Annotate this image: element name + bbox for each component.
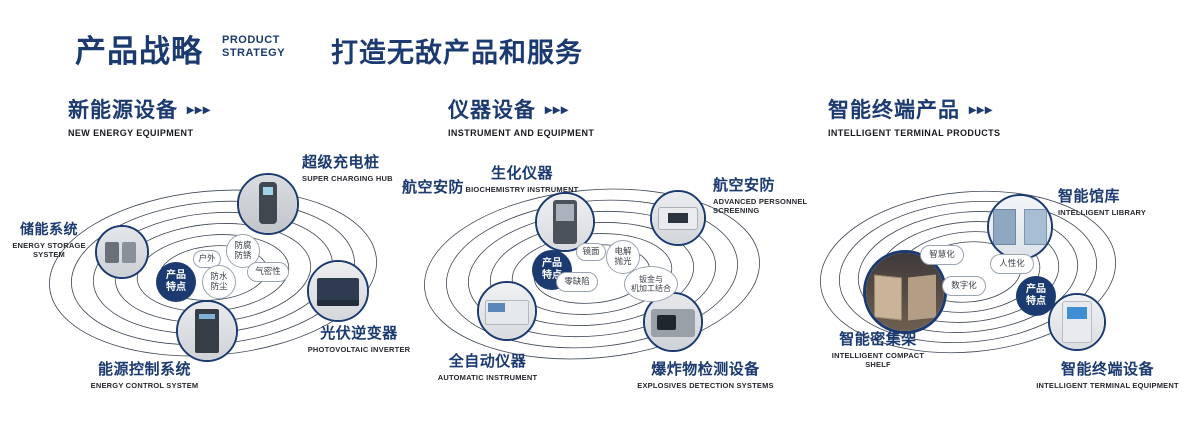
- product-name-cn: 生化仪器: [490, 165, 553, 182]
- product-name-cn: 爆炸物检测设备: [651, 361, 760, 378]
- product-photo-energy-control: [176, 300, 238, 362]
- slogan: 打造无敌产品和服务: [331, 38, 583, 68]
- automatic-instrument-image: [479, 283, 535, 339]
- product-photo-terminal-equipment: [1048, 293, 1106, 351]
- product-label-energy-control: 能源控制系统 ENERGY CONTROL SYSTEM: [82, 358, 207, 390]
- product-name-cn: 光伏逆变器: [320, 325, 398, 342]
- compact-shelf-image: [866, 253, 944, 331]
- product-photo-biochemistry: [535, 192, 595, 252]
- terminal-kiosk-image: [1050, 295, 1104, 349]
- section-subtitle: NEW ENERGY EQUIPMENT: [68, 128, 194, 138]
- explosives-detector-image: [645, 294, 701, 350]
- product-label-explosives-detection: 爆炸物检测设备 EXPLOSIVES DETECTION SYSTEMS: [628, 358, 783, 390]
- charging-pile-image: [239, 175, 297, 233]
- product-name-en: EXPLOSIVES DETECTION SYSTEMS: [637, 381, 774, 390]
- product-photo-photovoltaic-inverter: [307, 260, 369, 322]
- feature-bubble: 电解 抛光: [606, 240, 640, 274]
- inverter-image: [309, 262, 367, 320]
- product-features-badge: 产品 特点: [156, 262, 196, 302]
- product-name-cn: 智能终端设备: [1060, 361, 1154, 378]
- product-name-en: SUPER CHARGING HUB: [302, 174, 393, 183]
- product-label-automatic-instrument: 全自动仪器 AUTOMATIC INSTRUMENT: [430, 350, 545, 382]
- product-photo-super-charging-hub: [237, 173, 299, 235]
- triple-chevron-icon: ▸▸▸: [969, 101, 994, 117]
- product-label-compact-shelf: 智能密集架 INTELLIGENT COMPACT SHELF: [822, 328, 934, 370]
- product-label-personnel-screening: 航空安防 ADVANCED PERSONNEL SCREENING: [713, 174, 818, 216]
- feature-bubble: 钣金与 机加工结合: [624, 266, 678, 302]
- product-photo-explosives-detection: [643, 292, 703, 352]
- product-name-en: ADVANCED PERSONNEL SCREENING: [713, 197, 808, 216]
- feature-bubble: 户外: [193, 250, 221, 268]
- product-name-cn: 全自动仪器: [448, 353, 527, 370]
- product-name-cn: 超级充电桩: [302, 154, 380, 171]
- product-name-en: BIOCHEMISTRY INSTRUMENT: [465, 185, 579, 194]
- feature-bubble: 智慧化: [920, 245, 964, 265]
- product-label-terminal-equipment: 智能终端设备 INTELLIGENT TERMINAL EQUIPMENT: [1030, 358, 1185, 390]
- product-name-en: ENERGY CONTROL SYSTEM: [90, 381, 199, 390]
- section-header-intelligent-terminal: 智能终端产品 ▸▸▸ INTELLIGENT TERMINAL PRODUCTS: [828, 94, 1000, 138]
- product-name-en: ENERGY STORAGE SYSTEM: [12, 241, 86, 260]
- page-title: 产品战略: [75, 34, 203, 69]
- product-photo-compact-shelf: [863, 250, 947, 334]
- product-name-en: INTELLIGENT LIBRARY: [1058, 208, 1147, 217]
- section-subtitle: INSTRUMENT AND EQUIPMENT: [448, 128, 595, 138]
- side-label-aviation-security: 航空安防: [402, 176, 464, 197]
- section-title: 新能源设备: [68, 99, 178, 122]
- feature-bubble: 镜面: [576, 243, 606, 261]
- product-photo-intelligent-library: [987, 194, 1053, 260]
- product-label-intelligent-library: 智能馆库 INTELLIGENT LIBRARY: [1058, 185, 1168, 217]
- library-image: [989, 196, 1051, 258]
- page-title-en: PRODUCT STRATEGY: [222, 34, 285, 59]
- product-name-en: INTELLIGENT COMPACT SHELF: [831, 351, 925, 370]
- feature-bubble: 零缺陷: [556, 272, 598, 292]
- feature-bubble: 数字化: [942, 276, 986, 296]
- feature-bubble: 人性化: [990, 254, 1034, 274]
- triple-chevron-icon: ▸▸▸: [187, 101, 212, 117]
- side-label-cn: 航空安防: [402, 179, 465, 196]
- product-photo-personnel-screening: [650, 190, 706, 246]
- product-photo-automatic-instrument: [477, 281, 537, 341]
- product-label-energy-storage: 储能系统 ENERGY STORAGE SYSTEM: [6, 219, 92, 260]
- section-header-new-energy: 新能源设备 ▸▸▸ NEW ENERGY EQUIPMENT: [68, 94, 211, 138]
- biochemistry-instrument-image: [537, 194, 593, 250]
- product-name-en: AUTOMATIC INSTRUMENT: [437, 373, 538, 382]
- product-label-biochemistry: 生化仪器 BIOCHEMISTRY INSTRUMENT: [462, 162, 582, 194]
- product-name-cn: 智能馆库: [1058, 188, 1121, 205]
- energy-storage-image: [97, 227, 147, 277]
- product-label-photovoltaic-inverter: 光伏逆变器 PHOTOVOLTAIC INVERTER: [300, 322, 418, 354]
- triple-chevron-icon: ▸▸▸: [545, 101, 570, 117]
- product-name-en: INTELLIGENT TERMINAL EQUIPMENT: [1036, 381, 1179, 390]
- product-name-cn: 能源控制系统: [97, 361, 191, 378]
- title-en-line2: STRATEGY: [222, 46, 286, 59]
- title-en-line1: PRODUCT: [222, 34, 280, 46]
- product-name-en: PHOTOVOLTAIC INVERTER: [307, 345, 411, 354]
- feature-bubble: 防水 防尘: [202, 265, 236, 299]
- product-name-cn: 储能系统: [20, 221, 78, 237]
- section-title: 仪器设备: [448, 99, 536, 122]
- section-title: 智能终端产品: [828, 99, 960, 122]
- feature-bubble: 气密性: [247, 262, 289, 282]
- control-cabinet-image: [178, 302, 236, 360]
- section-header-instrument: 仪器设备 ▸▸▸ INSTRUMENT AND EQUIPMENT: [448, 94, 594, 138]
- product-name-cn: 智能密集架: [839, 331, 917, 348]
- product-features-badge: 产品 特点: [1016, 276, 1056, 316]
- product-name-cn: 航空安防: [713, 177, 776, 194]
- section-subtitle: INTELLIGENT TERMINAL PRODUCTS: [828, 128, 1001, 138]
- screening-machine-image: [652, 192, 704, 244]
- product-photo-energy-storage: [95, 225, 149, 279]
- product-label-super-charging-hub: 超级充电桩 SUPER CHARGING HUB: [302, 151, 417, 183]
